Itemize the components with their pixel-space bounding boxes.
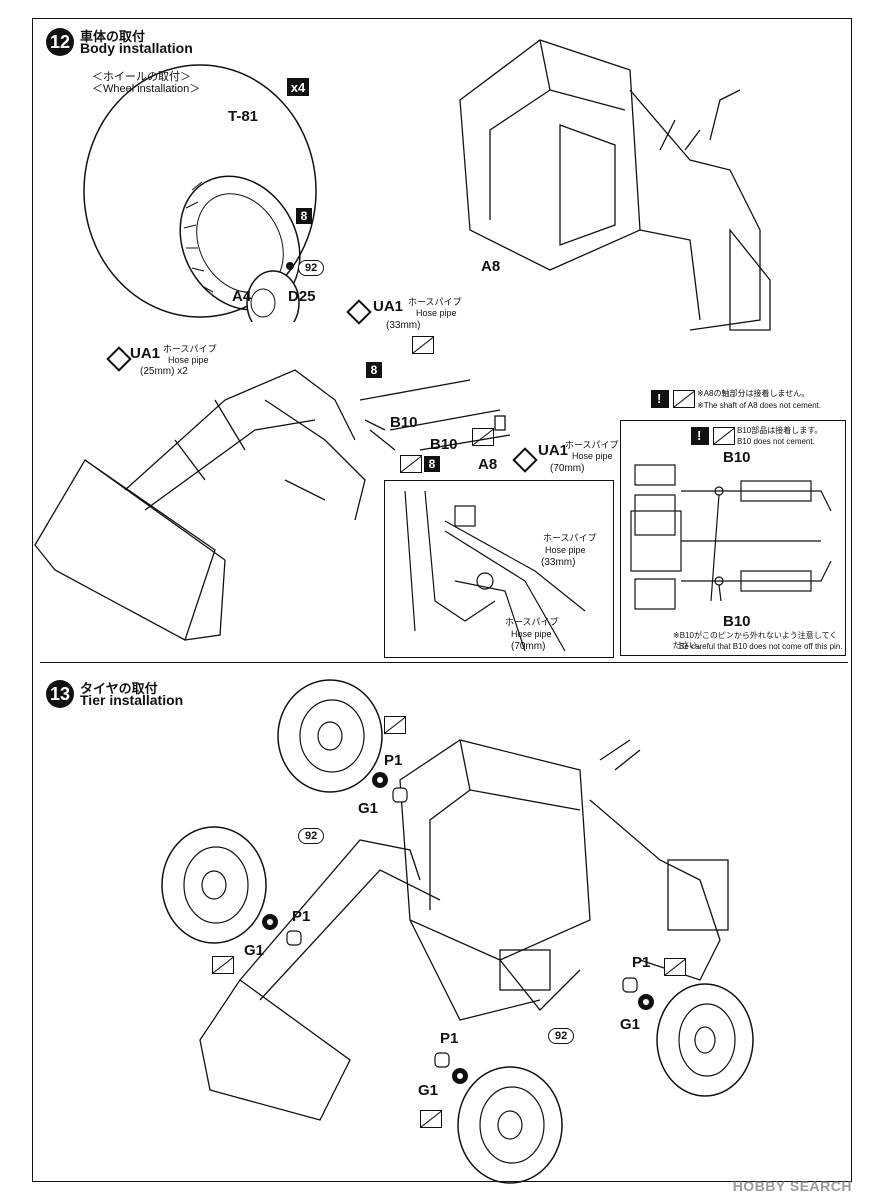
step-13-title-jp: タイヤの取付 xyxy=(80,681,158,696)
no-cement-icon-rr xyxy=(664,958,686,976)
ua1-33-icon xyxy=(346,299,372,325)
ua1-33-jp: ホースパイプ xyxy=(408,297,462,307)
step-12-title-en: Body installation xyxy=(80,40,193,56)
pin-icon-c xyxy=(622,977,638,993)
label-p1-c: P1 xyxy=(632,954,651,971)
hose70-en: Hose pipe xyxy=(511,629,552,639)
washer-icon-c xyxy=(638,994,654,1010)
ua1-25-code: UA1 xyxy=(130,345,161,362)
label-p1-d: P1 xyxy=(440,1030,459,1047)
hose70-jp: ホースパイプ xyxy=(505,617,559,627)
label-p1-b: P1 xyxy=(292,908,311,925)
note-a8-en: ※The shaft of A8 does not cement. xyxy=(697,401,822,410)
part-8-badge-a: 8 xyxy=(366,362,382,378)
pin-icon-d xyxy=(434,1052,450,1068)
tire-rear-right xyxy=(656,983,754,1097)
step-12-number: 12 xyxy=(46,28,74,56)
label-g1-a: G1 xyxy=(358,800,379,817)
part-d25: D25 xyxy=(288,288,316,305)
wheel-install-title-jp: ＜ホイールの取付＞ xyxy=(92,71,191,83)
step-divider xyxy=(40,662,848,663)
watermark-text: HOBBY SEARCH xyxy=(732,1178,852,1194)
b10-note-en: B10 does not cement. xyxy=(737,437,815,446)
ua1-70-code: UA1 xyxy=(538,442,569,459)
ua1-25-size: (25mm) x2 xyxy=(140,366,188,377)
ua1-33-size: (33mm) xyxy=(386,320,421,331)
part-t81: T-81 xyxy=(228,108,259,125)
part-a4: A4 xyxy=(232,288,252,305)
step-12-title-jp: 車体の取付 xyxy=(80,29,146,44)
part-92-badge-b: 92 xyxy=(548,1028,575,1044)
part-92-badge-wheel: 92 xyxy=(298,260,325,276)
no-cement-icon-fr xyxy=(420,1110,442,1128)
glue-icon-a8-note xyxy=(651,390,669,408)
hose33-jp: ホースパイプ xyxy=(543,533,597,543)
wheel-install-title-en: ＜Wheel installation＞ xyxy=(92,83,201,95)
step-12-number-text: 12 xyxy=(49,31,71,52)
no-cement-icon-33 xyxy=(412,336,434,354)
hose-detail-drawing xyxy=(404,490,586,652)
hose33-en: Hose pipe xyxy=(545,545,586,555)
loader-body-drawing-13 xyxy=(199,739,729,1121)
part-b10-b: B10 xyxy=(430,436,458,453)
label-g1-d: G1 xyxy=(418,1082,439,1099)
label-p1-a: P1 xyxy=(384,752,403,769)
b10-label-bottom: B10 xyxy=(723,613,751,630)
washer-icon-a xyxy=(372,772,388,788)
tire-front-right xyxy=(457,1066,563,1184)
b10-warn-en: Be careful that B10 does not come off th… xyxy=(679,642,843,651)
front-loader-drawing-12 xyxy=(34,369,396,641)
b10-label-top: B10 xyxy=(723,449,751,466)
pin-icon-b xyxy=(286,930,302,946)
times-four-badge: x4 xyxy=(287,78,309,96)
hose70-size: (70mm) xyxy=(511,641,546,652)
ua1-25-en: Hose pipe xyxy=(168,355,209,365)
pins-drawing xyxy=(359,379,511,451)
hose33-size: (33mm) xyxy=(541,557,576,568)
part-a8-top: A8 xyxy=(481,258,501,275)
part-8-badge-wheel: 8 xyxy=(296,208,312,224)
hose-detail-inset: ホースパイプ Hose pipe (33mm) ホースパイプ Hose pipe… xyxy=(384,480,614,658)
no-cement-icon-a8 xyxy=(472,428,494,446)
pin-icon-a xyxy=(392,787,408,803)
hobby-search-watermark: HOBBY SEARCH xyxy=(733,1178,852,1194)
washer-icon-b xyxy=(262,914,278,930)
no-cement-icon-rl xyxy=(384,716,406,734)
no-cement-icon-b10-detail xyxy=(713,427,735,445)
glue-icon-b10 xyxy=(691,427,709,445)
label-g1-b: G1 xyxy=(244,942,265,959)
no-cement-icon-fl xyxy=(212,956,234,974)
label-g1-c: G1 xyxy=(620,1016,641,1033)
b10-warn-jp: ※B10がこのピンから外れないよう注意してください。 xyxy=(673,631,838,650)
tire-rear-left xyxy=(277,679,383,793)
ua1-70-en: Hose pipe xyxy=(572,451,613,461)
times-four-text: x4 xyxy=(290,79,306,95)
b10-underside-drawing xyxy=(630,464,832,610)
part-92-badge-a: 92 xyxy=(298,828,325,844)
b10-note-jp: B10部品は接着します。 xyxy=(737,426,823,435)
b10-detail-inset: B10部品は接着します。 B10 does not cement. B10 B1… xyxy=(620,420,846,656)
wheel-detail-circle xyxy=(83,64,317,322)
ua1-33-code: UA1 xyxy=(373,298,404,315)
note-a8-jp: ※A8の軸部分は接着しません。 xyxy=(697,389,810,398)
step-13-number-text: 13 xyxy=(49,683,71,704)
washer-icon-d xyxy=(452,1068,468,1084)
no-cement-icon-a8-note xyxy=(673,390,695,408)
cab-drawing-12 xyxy=(459,39,771,331)
ua1-33-en: Hose pipe xyxy=(416,308,457,318)
ua1-25-jp: ホースパイプ xyxy=(163,344,217,354)
step-13-title-en: Tier installation xyxy=(80,692,184,708)
part-8-badge-b: 8 xyxy=(424,456,440,472)
no-cement-icon-b10 xyxy=(400,455,422,473)
ua1-70-jp: ホースパイプ xyxy=(565,440,619,450)
part-a8-bottom: A8 xyxy=(478,456,498,473)
tire-front-left xyxy=(161,826,267,944)
ua1-70-size: (70mm) xyxy=(550,463,585,474)
step-13-number: 13 xyxy=(46,680,74,708)
